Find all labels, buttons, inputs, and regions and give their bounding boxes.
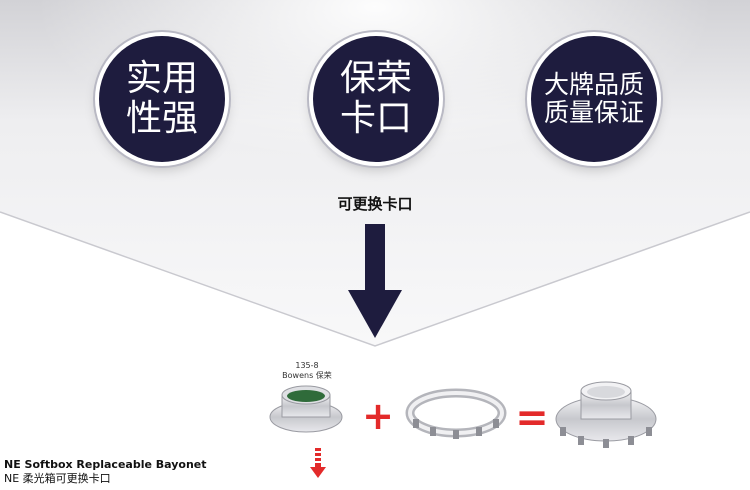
small-red-down-arrow-icon	[310, 448, 326, 478]
assembled-bayonet-icon	[555, 381, 657, 448]
feature-badge-bowens-mount: 保荣 卡口	[313, 36, 439, 162]
equals-sign: =	[515, 395, 549, 441]
feature-badge-line: 性强	[125, 98, 198, 139]
ring-label-size: 135-8	[295, 361, 318, 370]
feature-badge-line: 保荣	[339, 57, 412, 99]
caption-subtitle: NE 柔光箱可更换卡口	[4, 472, 111, 485]
feature-badge-line: 卡口	[339, 98, 412, 139]
bayonet-parts-equation: 135-8 Bowens 保荣 + =	[269, 361, 657, 448]
feature-badge-line: 大牌品质	[543, 70, 644, 99]
caption-title: NE Softbox Replaceable Bayonet	[4, 458, 207, 471]
feature-badge-line: 质量保证	[543, 98, 644, 127]
product-caption: NE Softbox Replaceable Bayonet NE 柔光箱可更换…	[4, 458, 207, 486]
bowens-ring-icon	[269, 385, 343, 433]
ring-label-mount: Bowens 保荣	[282, 370, 332, 380]
bayonet-adapter-ring-icon	[405, 388, 507, 439]
feature-badge-practical: 实用 性强	[99, 36, 225, 162]
feature-badge-line: 实用	[125, 57, 198, 99]
plus-sign: +	[362, 394, 394, 438]
feature-badge-brand-quality: 大牌品质 质量保证	[531, 36, 657, 162]
down-arrow-icon	[348, 224, 402, 338]
arrow-label: 可更换卡口	[337, 195, 413, 213]
